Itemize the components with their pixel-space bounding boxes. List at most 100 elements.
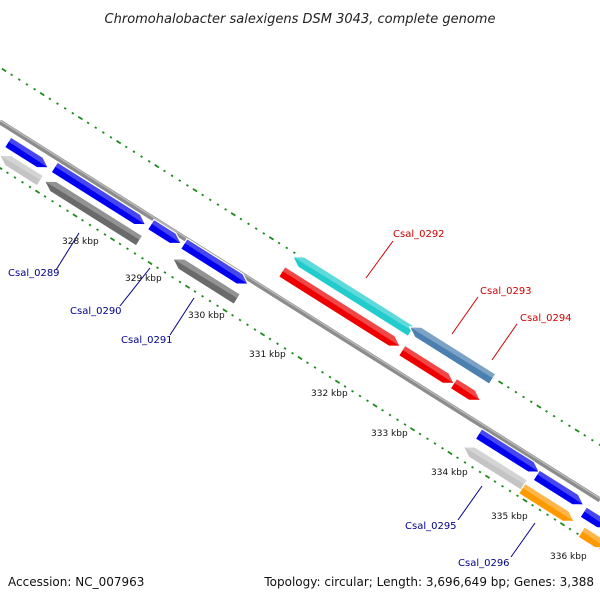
gene-label-csal-0289[interactable]: Csal_0289 xyxy=(8,268,60,279)
inner-tick-71 xyxy=(531,503,534,507)
inner-tick-52 xyxy=(388,413,392,417)
outer-tick-11 xyxy=(86,121,90,125)
genome-backbone-highlight xyxy=(0,119,600,500)
gene-block-red-b[interactable] xyxy=(397,344,458,388)
gene-features xyxy=(0,136,600,553)
gene-block-red-c-shape xyxy=(449,377,482,402)
kbp-label-336: 336 kbp xyxy=(550,552,587,562)
gene-block-red-c[interactable] xyxy=(449,377,483,405)
gene-block-blue-b-sheen xyxy=(54,162,146,225)
gene-block-orange-b-sheen xyxy=(581,526,600,548)
gene-block-blue-b-shape xyxy=(50,161,147,226)
gene-block-blue-f-shape xyxy=(579,506,600,529)
inner-tick-51 xyxy=(381,408,384,412)
leader-csal-0293 xyxy=(451,296,479,335)
outer-tick-16 xyxy=(124,145,128,149)
inner-tick-61 xyxy=(456,456,459,460)
gene-block-blue-a-shape xyxy=(3,136,50,169)
gene-block-blue-d[interactable] xyxy=(179,237,252,290)
inner-tick-33 xyxy=(246,323,249,327)
inner-tick-72 xyxy=(538,508,542,512)
gene-block-gray-light-b-sheen xyxy=(463,446,528,485)
inner-tick-41 xyxy=(306,361,309,365)
outer-tick-5 xyxy=(39,91,45,97)
map-title: Chromohalobacter salexigens DSM 3043, co… xyxy=(105,12,496,27)
inner-tick-19 xyxy=(141,256,144,260)
inner-tick-27 xyxy=(201,294,204,298)
outer-tick-9 xyxy=(71,111,75,115)
outer-tick-66 xyxy=(506,385,510,389)
gene-block-orange-b[interactable] xyxy=(577,526,600,553)
gene-block-blue-a[interactable] xyxy=(3,136,51,173)
inner-tick-38 xyxy=(283,347,287,350)
gene-label-csal-0295[interactable]: Csal_0295 xyxy=(405,521,457,532)
inner-tick-75 xyxy=(559,522,566,527)
gene-block-gray-light-a[interactable] xyxy=(0,150,45,187)
inner-tick-55 xyxy=(409,427,416,432)
inner-tick-21 xyxy=(156,266,159,270)
gene-block-gray-dark-a[interactable] xyxy=(41,176,144,247)
gene-block-csal-0294[interactable] xyxy=(406,322,497,386)
gene-block-blue-c[interactable] xyxy=(146,218,185,248)
gene-block-gray-dark-a-shape xyxy=(43,180,144,247)
outer-tick-30 xyxy=(230,212,236,217)
outer-tick-34 xyxy=(262,232,266,235)
inner-tick-4 xyxy=(28,185,32,189)
inner-tick-8 xyxy=(58,204,62,208)
inner-tick-60 xyxy=(447,450,453,456)
inner-tick-76 xyxy=(568,527,572,531)
inner-tick-73 xyxy=(546,513,549,517)
gene-label-csal-0296[interactable]: Csal_0296 xyxy=(458,558,510,569)
gene-block-blue-e[interactable] xyxy=(532,469,587,510)
inner-tick-32 xyxy=(238,318,242,322)
inner-tick-40 xyxy=(297,355,303,361)
inner-tick-22 xyxy=(163,271,167,274)
outer-tick-7 xyxy=(56,102,59,106)
gene-block-red-b-sheen xyxy=(402,345,455,384)
inner-tick-1 xyxy=(6,171,9,175)
outer-tick-32 xyxy=(247,222,250,226)
gene-block-csal-0293-red-sheen xyxy=(282,266,401,347)
gene-block-csal-0294-shape xyxy=(408,326,497,386)
outer-tick-1 xyxy=(10,73,14,77)
outer-tick-37 xyxy=(285,246,289,250)
gene-block-gray-light-a-shape xyxy=(0,154,45,187)
gene-label-csal-0294[interactable]: Csal_0294 xyxy=(520,313,572,324)
gene-block-blue-f[interactable] xyxy=(579,506,600,533)
inner-tick-36 xyxy=(268,337,272,341)
gene-label-csal-0291[interactable]: Csal_0291 xyxy=(121,335,173,346)
inner-tick-23 xyxy=(171,275,174,279)
inner-tick-46 xyxy=(343,385,347,388)
inner-tick-67 xyxy=(501,484,504,488)
outer-tick-0 xyxy=(1,67,7,73)
gene-block-csal-0293-red[interactable] xyxy=(277,265,404,352)
outer-tick-76 xyxy=(583,434,587,437)
gene-label-csal-0293[interactable]: Csal_0293 xyxy=(480,286,532,297)
outer-tick-17 xyxy=(132,150,136,154)
label-leader-lines xyxy=(55,232,536,558)
outer-tick-3 xyxy=(25,83,29,86)
inner-tick-48 xyxy=(358,394,362,398)
gene-block-csal-0295[interactable] xyxy=(474,427,542,478)
accession-text: Accession: NC_007963 xyxy=(8,575,144,589)
gene-label-csal-0292[interactable]: Csal_0292 xyxy=(393,229,445,240)
gene-block-blue-e-shape xyxy=(532,469,585,506)
gene-block-csal-0296[interactable] xyxy=(517,482,578,526)
leader-csal-0294 xyxy=(491,323,518,361)
gene-block-blue-b[interactable] xyxy=(50,161,149,230)
inner-tick-5 xyxy=(34,189,41,194)
gene-block-gray-dark-b-shape xyxy=(171,258,242,306)
inner-tick-ring xyxy=(0,165,600,551)
gene-block-csal-0292[interactable] xyxy=(290,252,416,338)
leader-csal-0290 xyxy=(119,267,151,307)
gene-label-csal-0290[interactable]: Csal_0290 xyxy=(70,306,122,317)
inner-tick-26 xyxy=(193,290,197,293)
inner-tick-62 xyxy=(463,461,467,464)
outer-tick-22 xyxy=(170,174,174,178)
kbp-label-333: 333 kbp xyxy=(371,429,408,439)
outer-tick-2 xyxy=(17,78,21,81)
outer-tick-72 xyxy=(552,414,556,418)
outer-tick-19 xyxy=(147,159,151,163)
gene-block-gray-dark-b[interactable] xyxy=(170,254,242,306)
inner-tick-47 xyxy=(351,389,354,393)
